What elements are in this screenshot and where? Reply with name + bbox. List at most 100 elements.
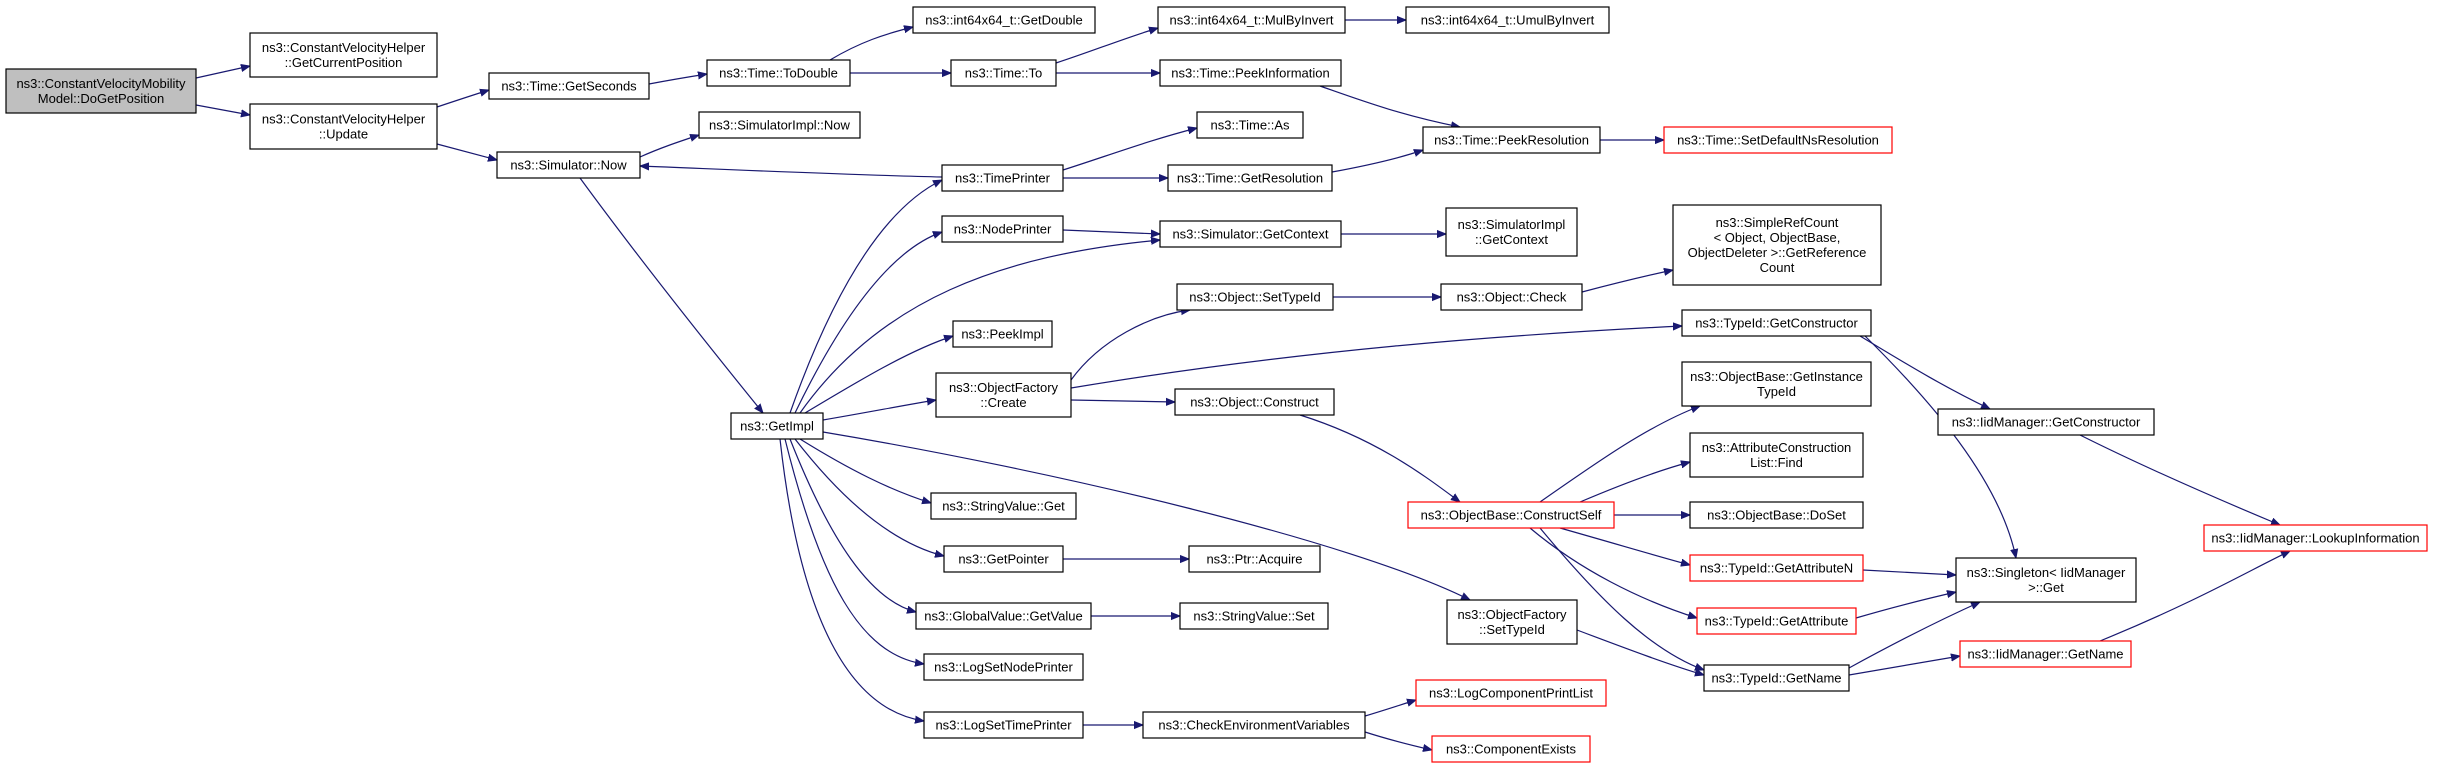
node-objbase-doset[interactable]: ns3::ObjectBase::DoSet [1689,501,1864,529]
node-label: ns3::StringValue::Set [1193,609,1315,624]
node-sim-getcontext[interactable]: ns3::Simulator::GetContext [1159,220,1342,248]
node-box [1159,59,1342,87]
node-time-peekinfo[interactable]: ns3::Time::PeekInformation [1159,59,1342,87]
node-root[interactable]: ns3::ConstantVelocityMobilityModel::DoGe… [5,68,197,114]
node-box [1415,679,1607,707]
node-component-exists[interactable]: ns3::ComponentExists [1431,735,1591,763]
node-obj-construct[interactable]: ns3::Object::Construct [1174,388,1335,416]
node-logcomp-printlist[interactable]: ns3::LogComponentPrintList [1415,679,1607,707]
edge-time_peekinfo-to-time_peekres [1319,85,1460,127]
edge-getimpl-to-timeprinter [789,179,942,414]
node-objfactory-create[interactable]: ns3::ObjectFactory::Create [935,372,1072,418]
node-typeid-getname[interactable]: ns3::TypeId::GetName [1703,664,1850,692]
edge-typeid_getattr-to-singleton_get [1855,592,1956,619]
node-timeprinter[interactable]: ns3::TimePrinter [941,164,1064,192]
node-simimpl-getcontext[interactable]: ns3::SimulatorImpl::GetContext [1445,207,1578,257]
node-i64-umulbyinvert[interactable]: ns3::int64x64_t::UmulByInvert [1405,6,1610,34]
node-time-as[interactable]: ns3::Time::As [1196,111,1304,139]
node-checkenvvars[interactable]: ns3::CheckEnvironmentVariables [1142,711,1366,739]
node-label: ns3::Time::GetResolution [1177,171,1323,186]
node-obj-check[interactable]: ns3::Object::Check [1440,283,1583,311]
node-getpointer[interactable]: ns3::GetPointer [943,545,1064,573]
node-box [935,372,1072,418]
node-iidmgr-getctor[interactable]: ns3::IidManager::GetConstructor [1937,408,2155,436]
node-time-to[interactable]: ns3::Time::To [950,59,1057,87]
node-iidmgr-getname[interactable]: ns3::IidManager::GetName [1959,640,2132,668]
node-time-setdefault[interactable]: ns3::Time::SetDefaultNsResolution [1663,126,1893,154]
edge-objbase_constructself-to-objbase_getinstance [1539,406,1700,503]
node-ptr-acquire[interactable]: ns3::Ptr::Acquire [1188,545,1321,573]
node-obj-settypeid[interactable]: ns3::Object::SetTypeId [1176,283,1334,311]
node-singleton-get[interactable]: ns3::Singleton< IidManager>::Get [1955,557,2137,603]
node-label: ns3::Time::As [1211,118,1290,133]
node-label: ns3::CheckEnvironmentVariables [1158,718,1350,733]
edge-cvh_update-to-sim_now [436,143,497,160]
node-label: ns3::Simulator::GetContext [1172,227,1328,242]
edge-getimpl-to-sim_getcontext [799,240,1160,414]
node-label: ns3::ObjectBase::ConstructSelf [1421,508,1602,523]
node-typeid-getctor[interactable]: ns3::TypeId::GetConstructor [1681,309,1872,337]
node-getimpl[interactable]: ns3::GetImpl [730,412,824,440]
node-i64-mulbyinvert[interactable]: ns3::int64x64_t::MulByInvert [1157,6,1346,34]
node-box [1703,664,1850,692]
node-label: ::SetTypeId [1479,622,1545,637]
node-label: ns3::Time::SetDefaultNsResolution [1677,133,1879,148]
node-label: ::Update [319,127,368,142]
node-label: ns3::ObjectFactory [1457,607,1567,622]
edge-objbase_constructself-to-typeid_getname [1539,527,1704,670]
edge-getimpl-to-objfactory_settypeid [822,431,1470,600]
edge-iidmgr_getname-to-iidmgr_lookupinfo [2099,550,2290,642]
node-label: ::Create [980,395,1026,410]
node-label: ns3::ConstantVelocityHelper [262,40,426,55]
node-time-getseconds[interactable]: ns3::Time::GetSeconds [488,72,650,100]
node-box [915,602,1092,630]
node-label: ns3::ObjectFactory [949,380,1059,395]
node-stringvalue-set[interactable]: ns3::StringValue::Set [1179,602,1329,630]
edge-checkenvvars-to-logcomp_printlist [1364,700,1416,717]
edge-getimpl-to-nodeprinter [794,232,942,414]
node-label: ns3::SimulatorImpl [1458,217,1566,232]
node-time-todouble[interactable]: ns3::Time::ToDouble [706,59,851,87]
node-time-getres[interactable]: ns3::Time::GetResolution [1167,164,1333,192]
node-label: ns3::NodePrinter [954,222,1052,237]
node-stringvalue-get[interactable]: ns3::StringValue::Get [930,492,1077,520]
node-simplerefcount[interactable]: ns3::SimpleRefCount< Object, ObjectBase,… [1672,204,1882,286]
node-cvh-getpos[interactable]: ns3::ConstantVelocityHelper::GetCurrentP… [249,32,438,78]
node-nodeprinter[interactable]: ns3::NodePrinter [941,215,1064,243]
node-label: ns3::LogSetTimePrinter [935,718,1072,733]
node-i64-getdouble[interactable]: ns3::int64x64_t::GetDouble [912,6,1096,34]
node-typeid-getattrn[interactable]: ns3::TypeId::GetAttributeN [1689,554,1864,582]
node-cvh-update[interactable]: ns3::ConstantVelocityHelper::Update [249,103,438,150]
edge-objbase_constructself-to-typeid_getattrn [1559,527,1690,565]
node-objfactory-settypeid[interactable]: ns3::ObjectFactory::SetTypeId [1446,599,1578,645]
edge-typeid_getname-to-iidmgr_getname [1848,656,1960,676]
node-objbase-constructself[interactable]: ns3::ObjectBase::ConstructSelf [1407,501,1615,529]
node-label: ns3::TypeId::GetAttributeN [1700,561,1853,576]
edge-typeid_getctor-to-iidmgr_getctor [1859,335,1990,410]
node-box [2203,524,2428,552]
node-peekimpl[interactable]: ns3::PeekImpl [952,320,1053,348]
function-nodes: ns3::ConstantVelocityMobilityModel::DoGe… [5,6,2428,763]
node-box [1422,126,1601,154]
node-label: ns3::TypeId::GetConstructor [1695,316,1858,331]
node-box [249,32,438,78]
node-iidmgr-lookupinfo[interactable]: ns3::IidManager::LookupInformation [2203,524,2428,552]
edge-getimpl-to-stringvalue_get [799,438,931,503]
node-label: ns3::Time::PeekInformation [1171,66,1329,81]
node-logsettimeprinter[interactable]: ns3::LogSetTimePrinter [923,711,1084,739]
node-time-peekres[interactable]: ns3::Time::PeekResolution [1422,126,1601,154]
node-label: ns3::int64x64_t::UmulByInvert [1421,13,1595,28]
node-logsetnodeprinter[interactable]: ns3::LogSetNodePrinter [923,653,1084,681]
node-typeid-getattr[interactable]: ns3::TypeId::GetAttribute [1696,607,1857,635]
node-label: ns3::IidManager::GetName [1967,647,2123,662]
edge-getimpl-to-objfactory_create [822,400,936,421]
node-simimpl-now[interactable]: ns3::SimulatorImpl::Now [698,111,861,139]
node-globalvalue-getvalue[interactable]: ns3::GlobalValue::GetValue [915,602,1092,630]
node-label: ns3::ConstantVelocityHelper [262,112,426,127]
node-sim-now[interactable]: ns3::Simulator::Now [496,151,641,179]
edge-timeprinter-to-sim_now [640,166,943,178]
node-box [1196,111,1304,139]
